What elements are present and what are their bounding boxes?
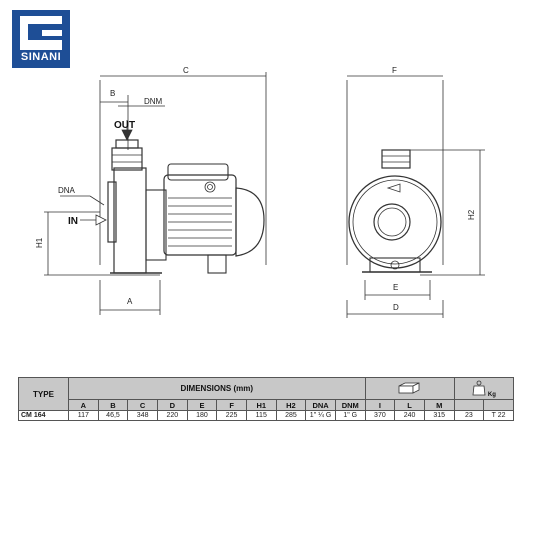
table-cell: 23 xyxy=(453,410,485,421)
technical-drawing: C B DNM OUT DNA IN H1 A F H2 E D xyxy=(35,66,485,318)
dim-label-f: F xyxy=(392,66,397,75)
col-header: DNA xyxy=(305,399,336,411)
table-cell: 46,5 xyxy=(97,410,129,421)
type-header: TYPE xyxy=(18,377,69,411)
col-header: C xyxy=(127,399,158,411)
brand-name: SINANI xyxy=(20,51,62,63)
table-cell: 225 xyxy=(216,410,247,421)
table-cell: 1" G xyxy=(334,410,366,421)
packaging-header xyxy=(364,377,455,400)
table-cell: 240 xyxy=(394,410,425,421)
dim-label-h2: H2 xyxy=(467,209,476,220)
dim-label-b: B xyxy=(110,89,115,98)
box-icon xyxy=(398,381,419,394)
table-row: CM 164 117 46,5 348 220 180 225 115 285 … xyxy=(18,410,514,421)
table-cell: T 22 xyxy=(483,410,514,421)
dim-label-dna: DNA xyxy=(58,186,76,195)
weight-header: Kg xyxy=(453,377,515,400)
dim-label-c: C xyxy=(183,66,189,75)
outlet-label: OUT xyxy=(114,120,135,131)
dimensions-header: DIMENSIONS (mm) xyxy=(68,377,366,400)
type-cell: CM 164 xyxy=(18,410,69,421)
col-header: F xyxy=(216,399,247,411)
table-cell: 117 xyxy=(68,410,99,421)
table-cell: 220 xyxy=(156,410,188,421)
col-header: I xyxy=(364,399,396,411)
table-cell: 315 xyxy=(423,410,455,421)
col-header: M xyxy=(423,399,455,411)
col-header: H1 xyxy=(245,399,277,411)
dim-label-d: D xyxy=(393,303,399,312)
weight-label: Kg xyxy=(487,391,496,398)
table-cell: 180 xyxy=(186,410,218,421)
col-header: L xyxy=(394,399,425,411)
col-header: D xyxy=(156,399,188,411)
dim-label-e: E xyxy=(393,283,398,292)
dim-label-dnm: DNM xyxy=(144,97,163,106)
col-header: B xyxy=(97,399,129,411)
table-cell: 370 xyxy=(364,410,396,421)
logo-mark xyxy=(12,10,70,68)
kg-weight-icon xyxy=(472,380,486,395)
dimensions-table: TYPE DIMENSIONS (mm) Kg A B C D E F H1 H… xyxy=(18,377,515,421)
col-header: DNM xyxy=(334,399,366,411)
inlet-label: IN xyxy=(68,216,78,227)
table-cell: 348 xyxy=(127,410,158,421)
table-cell: 115 xyxy=(245,410,277,421)
dim-label-h1: H1 xyxy=(35,237,44,248)
col-header-empty xyxy=(483,399,514,411)
col-header-empty xyxy=(453,399,485,411)
table-cell: 1" ¼ G xyxy=(305,410,336,421)
sinani-logo: SINANI xyxy=(12,10,70,68)
col-header: E xyxy=(186,399,218,411)
table-cell: 285 xyxy=(275,410,307,421)
dim-label-a: A xyxy=(127,297,133,306)
col-header: A xyxy=(68,399,99,411)
col-header: H2 xyxy=(275,399,307,411)
